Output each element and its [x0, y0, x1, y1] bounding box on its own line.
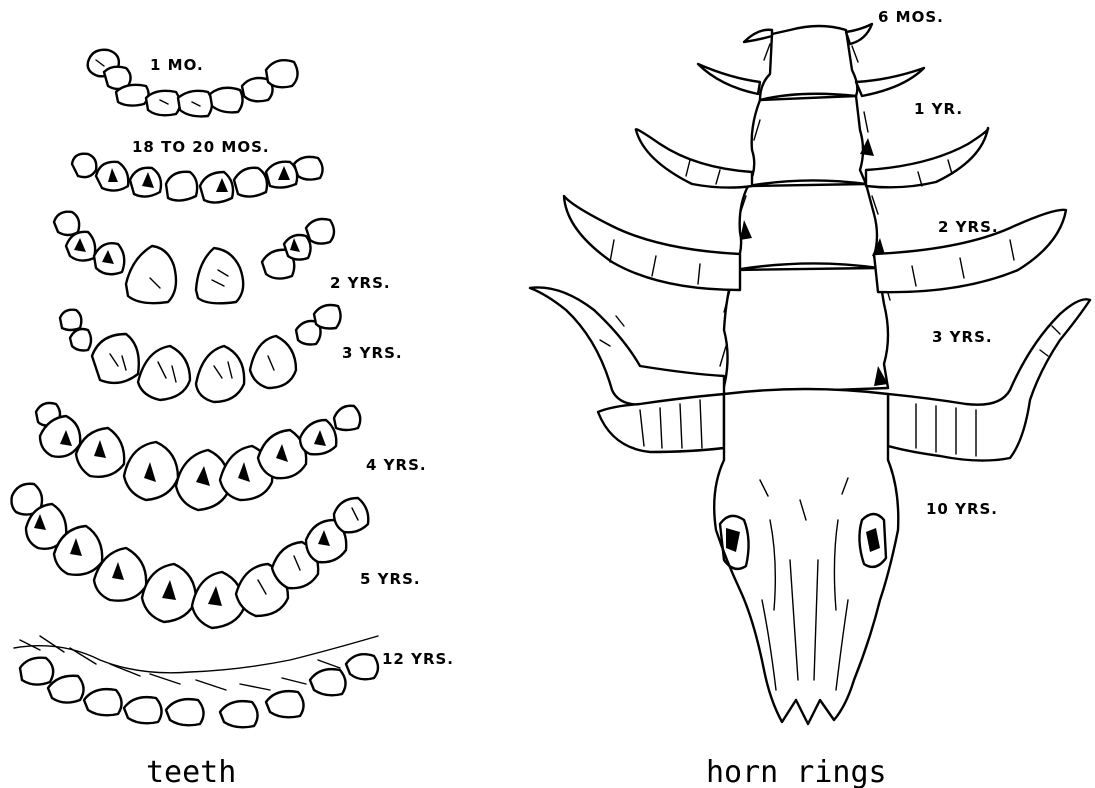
horn-1-yr — [698, 64, 924, 96]
horn-label-1-yr: 1 YR. — [914, 100, 963, 118]
teeth-panel: 1 MO. 18 TO 20 MOS. 2 YRS. 3 YRS. 4 YRS.… — [12, 50, 455, 788]
horn-label-2-yrs: 2 YRS. — [938, 218, 999, 236]
teeth-label-12-yrs: 12 YRS. — [382, 650, 454, 668]
teeth-row-2-yrs — [54, 212, 334, 304]
teeth-label-4-yrs: 4 YRS. — [366, 456, 427, 474]
horn-3-yrs — [564, 196, 1066, 292]
horn-label-3-yrs: 3 YRS. — [932, 328, 993, 346]
teeth-row-18-20-mos — [72, 154, 323, 203]
horn-label-6-mos: 6 MOS. — [878, 8, 944, 26]
teeth-caption: teeth — [146, 755, 236, 788]
horn-rings-caption: horn rings — [706, 755, 887, 788]
teeth-label-3-yrs: 3 YRS. — [342, 344, 403, 362]
teeth-row-4-yrs — [36, 403, 360, 510]
teeth-label-1-mo: 1 MO. — [150, 56, 204, 74]
horn-rings-panel: 6 MOS. 1 YR. 2 YRS. 3 YRS. 10 YRS. horn … — [530, 8, 1090, 788]
teeth-label-18-20-mos: 18 TO 20 MOS. — [132, 138, 270, 156]
teeth-row-12-yrs — [14, 636, 378, 727]
horn-2-yrs — [636, 128, 988, 188]
teeth-label-2-yrs: 2 YRS. — [330, 274, 391, 292]
skull — [714, 389, 898, 724]
teeth-row-3-yrs — [60, 305, 341, 402]
horn-label-10-yrs: 10 YRS. — [926, 500, 998, 518]
teeth-label-5-yrs: 5 YRS. — [360, 570, 421, 588]
